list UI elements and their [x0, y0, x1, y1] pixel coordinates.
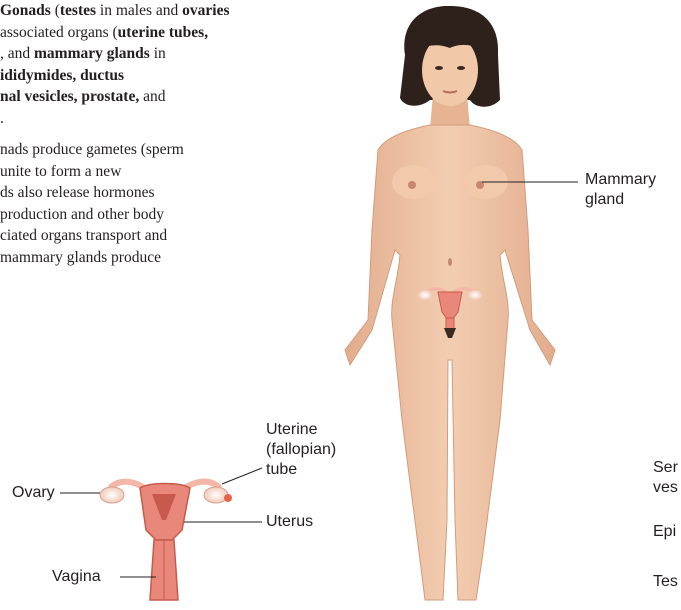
female-body: [345, 6, 555, 600]
uterine-tube-leader-line: [222, 468, 262, 484]
navel: [448, 258, 452, 266]
vagina-label: Vagina: [52, 567, 101, 587]
uterus-detail: [100, 482, 232, 600]
uterine-tube-label: Uterine (fallopian) tube: [266, 420, 336, 480]
left-eye: [435, 66, 443, 70]
seminal-vesicle-label: Ser ves: [653, 458, 678, 498]
torso: [345, 125, 555, 600]
right-eye: [457, 66, 465, 70]
epididymis-label: Epi: [653, 522, 676, 542]
uterus-label: Uterus: [266, 512, 313, 532]
right-ovary: [204, 487, 228, 503]
left-ovary: [100, 487, 124, 503]
testis-label: Tes: [653, 572, 678, 592]
follicle: [224, 494, 232, 502]
left-nipple: [408, 181, 416, 189]
mammary-gland-label: Mammary gland: [585, 170, 656, 210]
ovary-label: Ovary: [12, 483, 55, 503]
